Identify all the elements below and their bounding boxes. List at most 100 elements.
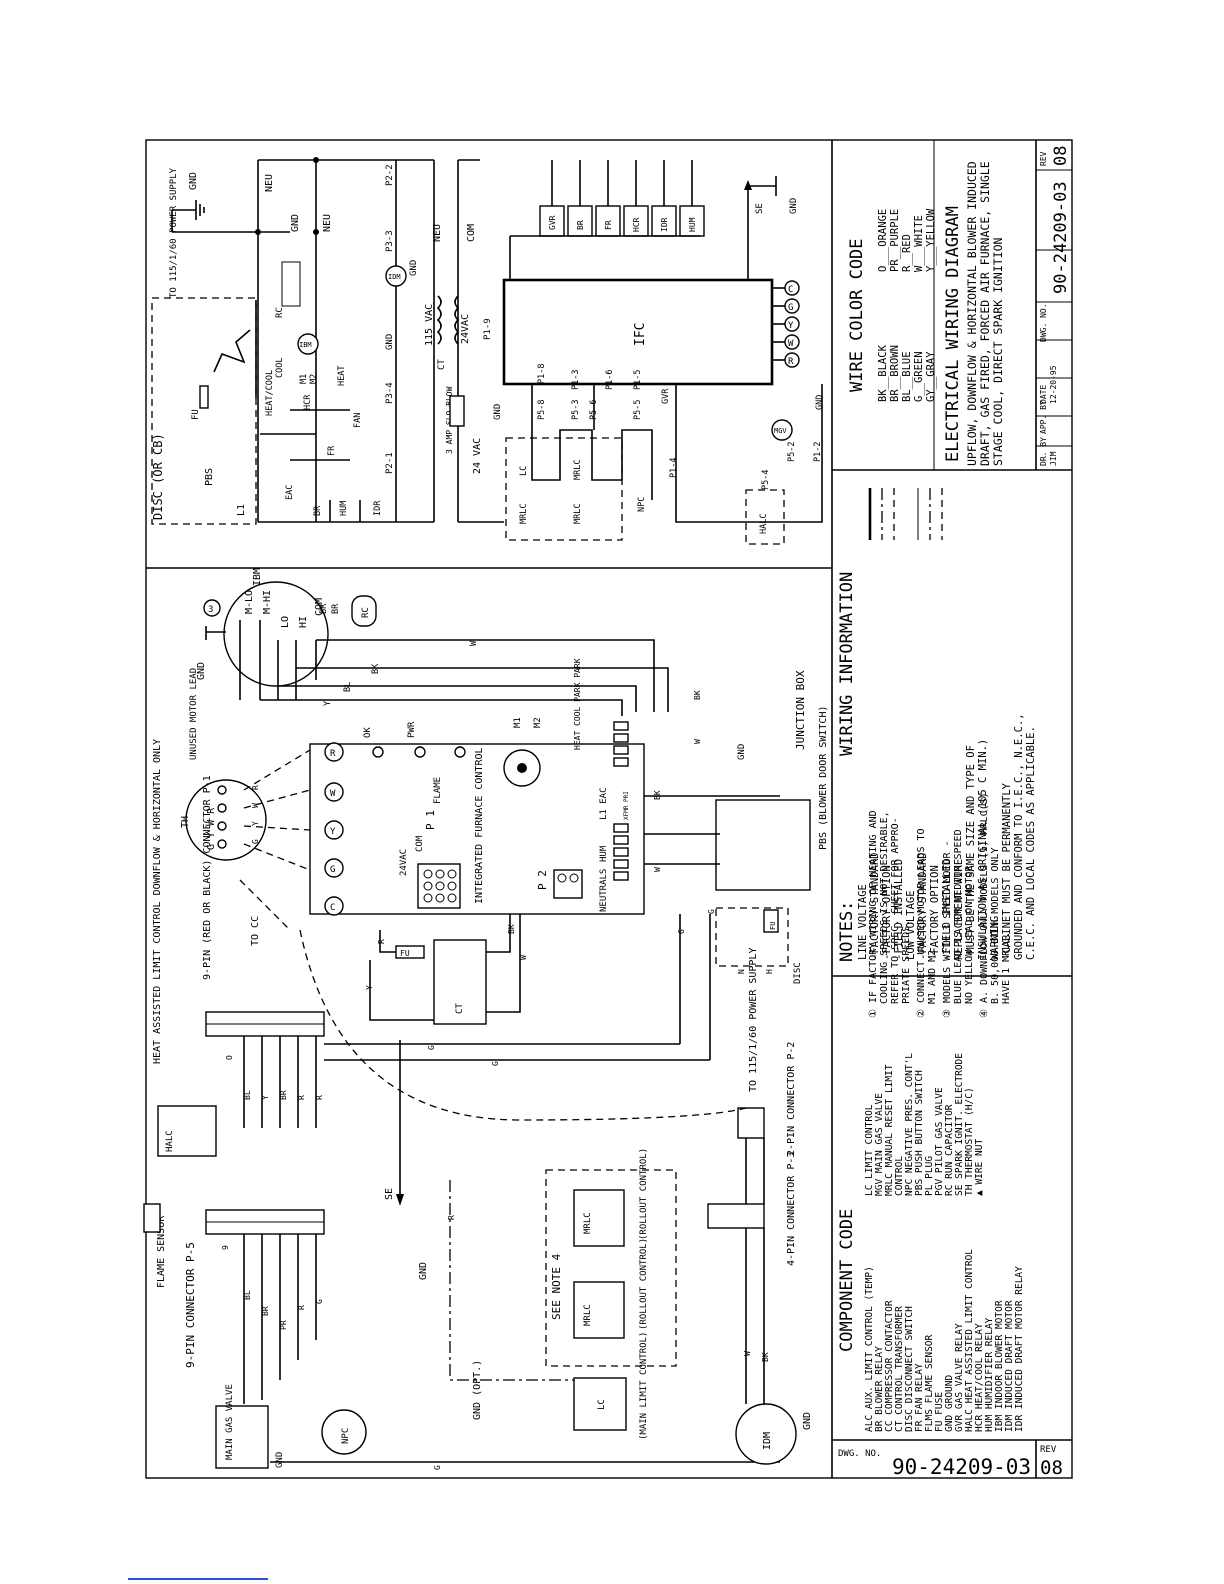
component-code-title: COMPONENT CODE <box>837 1209 857 1352</box>
relay-fr: FR <box>604 220 613 230</box>
component-code-entry: ▲ WIRE NUT <box>974 1139 985 1196</box>
ifc-board-ladder <box>502 278 774 386</box>
wire-g-7: G <box>315 1299 324 1304</box>
ifc-term-w: W <box>330 789 336 799</box>
ladder-com: COM <box>466 224 477 242</box>
note-line: M1 AND M2 <box>927 950 938 1004</box>
component-code-entry: CC COMPRESSOR CONTACTOR <box>884 1300 895 1432</box>
th-wire-y: Y <box>251 821 260 826</box>
ifc-term-r: R <box>330 749 336 759</box>
safety-string <box>531 384 653 500</box>
component-code-entry: IBM INDOOR BLOWER MOTOR <box>994 1300 1005 1432</box>
disc-dashed-box <box>715 907 789 967</box>
connector-p2-label: 2-PIN CONNECTOR P-2 <box>786 1042 797 1156</box>
wire-bl-2: BL <box>243 1090 252 1100</box>
ifc-xfmr-pri: XFMR PRI <box>623 791 630 820</box>
gas-valve-label: MAIN GAS VALVE <box>225 1384 235 1460</box>
wire-color-left-1: BR__BROWN <box>889 345 901 402</box>
ladder-gnd-5: GND <box>493 404 503 420</box>
note-line: BLUE LEAD IS FOR MEDIUM SPEED <box>953 829 964 1004</box>
wire-bl-1: BL <box>343 682 353 692</box>
wire-w-1: W <box>469 640 479 646</box>
th-wire-w: W <box>251 803 260 808</box>
component-code-entry: BR BLOWER RELAY <box>874 1346 885 1432</box>
ifc-term-g: G <box>330 865 335 875</box>
ladder-p18: P1-8 <box>537 364 547 384</box>
wire-g-5: G <box>677 929 686 934</box>
wire-bk-3: BK <box>761 1352 770 1362</box>
gnd-opt-label: GND (OPT.) <box>472 1360 483 1420</box>
wire-w-3: W <box>743 1351 752 1356</box>
component-code-entry: GND GROUND <box>944 1375 955 1432</box>
note-line: ① IF FACTORY WIRING OF HEATING AND <box>868 810 879 1018</box>
ladder-gnd-4: GND <box>385 334 395 350</box>
led-flame: FLAME <box>433 777 443 804</box>
se-label: SE <box>384 1188 395 1200</box>
date-value: 12-20-95 <box>1049 365 1058 404</box>
se-gnd: GND <box>418 1262 429 1280</box>
ladder-gvr: GVR <box>661 388 671 404</box>
dr-by-value: JIM <box>1049 451 1058 466</box>
wire-color-left-0: BK__BLACK <box>877 344 889 402</box>
gas-valve-gnd: GND <box>275 1452 285 1468</box>
ladder-term-r: R <box>788 357 794 367</box>
fuse-symbol <box>199 385 209 409</box>
component-code-entry: FLMS FLAME SENSOR <box>924 1334 935 1432</box>
ladder-ct: CT <box>437 359 447 370</box>
connector-p2 <box>737 1107 765 1139</box>
wire-br-3: BR <box>279 1090 288 1100</box>
relay-hcr: HCR <box>632 217 641 232</box>
lc-label: LC <box>597 1399 607 1410</box>
jb-wire-w: W <box>653 867 662 872</box>
ibm-m-lo: M-LO <box>244 590 255 614</box>
mgv-symbol <box>771 419 793 441</box>
note-line: B. 50,000 BTUH MODELS ONLY <box>990 847 1001 1004</box>
wiring-info-line: -CABINET MUST BE PERMANENTLY <box>1001 782 1013 960</box>
hcr-switch <box>213 329 251 373</box>
notes-title: NOTES: <box>837 901 857 962</box>
component-code-entry: GVR GAS VALVE RELAY <box>954 1323 965 1432</box>
component-code-entry: HUM HUMIDIFIER RELAY <box>984 1317 995 1432</box>
idm-motor <box>735 1403 797 1465</box>
ibm-label: IBM <box>252 568 263 586</box>
component-code-entry: NPC NEGATIVE PRES. CONT'L <box>904 1053 915 1196</box>
connector-p1-label: 9-PIN (RED OR BLACK) CONNECTOR P-1 <box>202 775 213 980</box>
ladder-rc-label: RC <box>275 307 285 318</box>
ifc-hum: HUM <box>599 845 609 862</box>
wire-r-2: R <box>447 1215 456 1220</box>
jb-wire-bk2: BK <box>693 690 702 700</box>
wire-color-right-3: W___WHITE <box>913 215 925 272</box>
halc-label: HALC <box>165 1130 175 1152</box>
ibm-motor <box>223 581 329 687</box>
ct-fuse <box>449 395 465 427</box>
ladder-gnd-label: GND <box>188 172 199 190</box>
ibm-motor-symbol <box>297 333 319 355</box>
led-ok: OK <box>363 727 373 738</box>
main-limit-label: (MAIN LIMIT CONTROL) <box>639 1332 649 1440</box>
halc-control <box>157 1105 217 1157</box>
relay-gvr: GVR <box>548 215 557 230</box>
ibm-gnd: GND <box>196 662 207 680</box>
wire-y-mhi <box>260 699 623 716</box>
ladder-p54: P5-4 <box>761 470 771 490</box>
component-code-entry: IDM INDUCED DRAFT MOTOR <box>1004 1300 1015 1432</box>
ladder-gnd-6: GND <box>789 198 799 214</box>
note-line: REFER TO SPEC. SHEET FOR APPRO- <box>890 817 901 1004</box>
ladder-neu-label-1: NEU <box>264 174 275 192</box>
jb-wire-w2: W <box>693 739 702 744</box>
component-code-col1: ALC AUX. LIMIT CONTROL (TEMP) BR BLOWER … <box>864 1249 1025 1432</box>
halc-note-label: HEAT ASSISTED LIMIT CONTROL DOWNFLOW & H… <box>152 739 163 1064</box>
thermostat-label: TH <box>180 816 191 828</box>
wiring-info-line: INSULATION AS ORIGINAL (105 C MIN.) <box>977 739 989 960</box>
wiring-info-line: C.E.C. AND LOCAL CODES AS APPLICABLE. <box>1025 726 1037 960</box>
junction-box <box>715 799 811 891</box>
relay-hum: HUM <box>688 217 697 232</box>
wire-pr-1: PR <box>279 1320 288 1330</box>
wire-g-4: G <box>491 1061 500 1066</box>
ladder-p19: P1-9 <box>483 318 493 340</box>
component-code-entry: PL PLUG <box>924 1156 935 1196</box>
ct-wire-w: W <box>519 955 528 960</box>
wire-br-2: BR <box>331 603 341 614</box>
rc-capacitor <box>351 595 377 627</box>
pictorial-diagram: M-LO M-HI LO HI COM IBM 3 RC GND W BK BL… <box>143 568 829 1470</box>
